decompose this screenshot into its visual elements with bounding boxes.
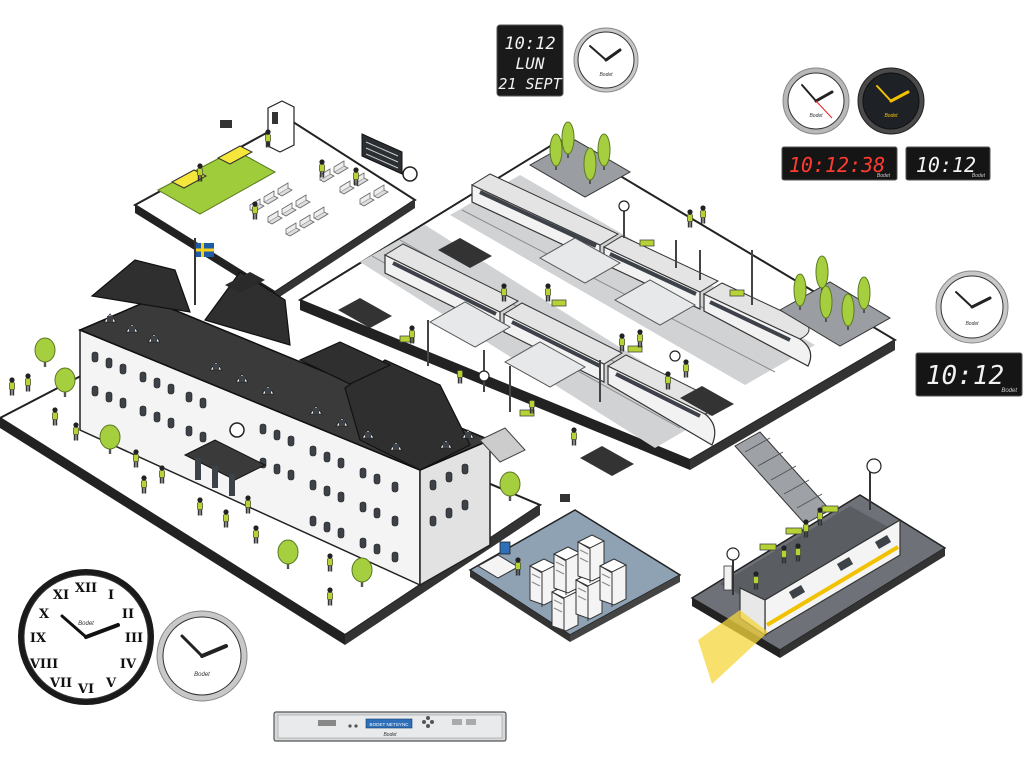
- waiting-room: [133, 100, 418, 300]
- white-clock-top-time: 10:12: [916, 153, 976, 177]
- svg-text:VII: VII: [49, 676, 72, 691]
- metro-platform: [690, 458, 947, 684]
- svg-text:V: V: [105, 676, 117, 691]
- master-clock-brand: Bodet: [383, 732, 397, 738]
- calendar-time: 10:12: [504, 34, 555, 54]
- metro-seating: [759, 505, 839, 551]
- facade-clock: [229, 422, 245, 438]
- departure-board: [361, 133, 418, 182]
- clock-brand: Bodet: [78, 621, 94, 627]
- platform-clocks: [478, 200, 681, 382]
- operator-desk: [476, 541, 522, 579]
- svg-text:XI: XI: [53, 588, 69, 603]
- svg-text:X: X: [39, 607, 50, 622]
- clock-brand: Bodet: [884, 113, 898, 119]
- red-clock-time: 10:12:38: [789, 153, 885, 177]
- wall-sign: [220, 120, 232, 128]
- svg-text:VIII: VIII: [29, 657, 58, 672]
- svg-text:VI: VI: [77, 682, 94, 697]
- clock-brand: Bodet: [194, 672, 210, 678]
- white-clock-right-time: 10:12: [926, 361, 1004, 391]
- server-room: [468, 494, 682, 642]
- platform-pillars: [427, 208, 753, 412]
- svg-text:IV: IV: [120, 657, 137, 672]
- svg-text:IX: IX: [30, 631, 47, 646]
- display-brand: Bodet: [877, 173, 891, 179]
- canopies: [428, 237, 697, 388]
- clock-brand: Bodet: [965, 321, 979, 327]
- clock-brand: Bodet: [599, 72, 613, 78]
- white-led-clock-right: 10:12 Bodet: [915, 352, 1023, 397]
- swedish-flag: [194, 238, 214, 305]
- platform-trees: [528, 121, 891, 347]
- display-brand: Bodet: [972, 173, 986, 179]
- red-led-clock: 10:12:38 Bodet: [781, 146, 898, 181]
- train-upper: [470, 173, 812, 367]
- headlight-beam: [698, 610, 768, 684]
- escalator: [734, 431, 831, 525]
- svg-text:XII: XII: [75, 581, 97, 596]
- display-brand: Bodet: [1001, 388, 1017, 394]
- svg-text:II: II: [122, 607, 134, 622]
- metro-poles: [723, 458, 882, 595]
- entrance-canopy: [183, 439, 267, 496]
- stair-openings: [338, 238, 734, 476]
- benches: [399, 239, 745, 417]
- analog-clock-top: Bodet: [573, 27, 639, 93]
- analog-clock-bottom: Bodet: [156, 610, 248, 702]
- side-stairs: [479, 427, 526, 463]
- analog-clock-right: Bodet: [935, 270, 1009, 344]
- master-clock-screen: BODET NETSYNC: [370, 722, 410, 727]
- calendar-date: 21 SEPT: [498, 75, 562, 93]
- analog-clock-white: Bodet: [782, 67, 850, 135]
- wall-monitor: [560, 494, 570, 502]
- ticket-machine: [267, 100, 295, 153]
- white-led-clock-top: 10:12 Bodet: [905, 146, 991, 181]
- svg-text:I: I: [108, 588, 114, 603]
- station-building: [0, 238, 543, 645]
- svg-text:III: III: [125, 631, 143, 646]
- master-clock-unit: BODET NETSYNC Bodet: [273, 711, 507, 742]
- calendar-day: LUN: [516, 54, 545, 73]
- clock-brand: Bodet: [809, 113, 823, 119]
- calendar-display: 10:12 LUN 21 SEPT: [496, 24, 564, 97]
- rail-platform: [297, 121, 897, 476]
- analog-clock-black: Bodet: [857, 67, 925, 135]
- metro-train: [739, 518, 901, 637]
